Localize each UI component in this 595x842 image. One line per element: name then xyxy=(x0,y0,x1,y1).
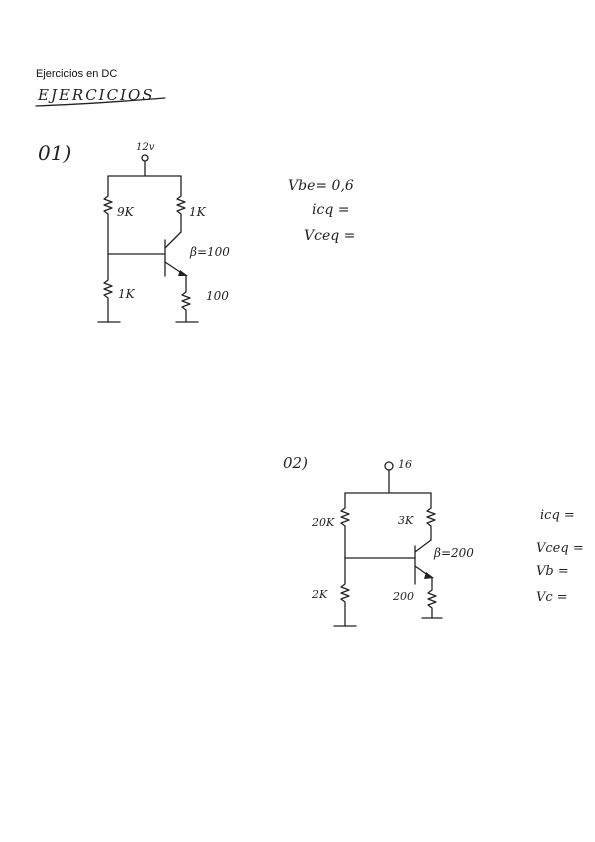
resistor-bottom-left-2-label: 2K xyxy=(311,588,328,601)
resistor-top-right-2 xyxy=(426,492,436,541)
resistor-top-left-2 xyxy=(340,492,350,559)
transistor-collector-1 xyxy=(164,231,182,249)
beta-label-2: β=200 xyxy=(433,546,474,560)
resistor-emitter-2-label: 200 xyxy=(392,590,414,603)
exercise-1-answer-vbe: Vbe= 0,6 xyxy=(288,178,354,194)
transistor-collector-2 xyxy=(414,539,432,553)
exercise-2-answer-vc: Vc = xyxy=(536,590,568,605)
resistor-bottom-left-1-label: 1K xyxy=(118,287,136,301)
emitter-arrow-2 xyxy=(424,572,434,579)
exercise-1-number: 01) xyxy=(38,141,71,165)
resistor-emitter-2 xyxy=(427,577,437,619)
resistor-bottom-left-1 xyxy=(103,253,113,323)
resistor-emitter-1-label: 100 xyxy=(206,289,229,303)
resistor-top-right-2-label: 3K xyxy=(398,514,414,527)
supply-terminal-1 xyxy=(141,154,149,162)
emitter-arrow-1 xyxy=(178,270,188,276)
resistor-emitter-1 xyxy=(181,275,191,323)
exercise-2-answer-icq: icq = xyxy=(540,508,575,523)
exercise-2-supply-label: 16 xyxy=(398,458,412,471)
exercise-2-answer-vceq: Vceq = xyxy=(536,541,584,556)
exercise-1-answer-vceq: Vceq = xyxy=(304,228,355,244)
beta-label-1: β=100 xyxy=(189,245,230,259)
exercise-2-number: 02) xyxy=(283,454,308,472)
exercise-2: 02) 16 20K 3K β=200 2K 200 icq = Vceq = … xyxy=(283,454,584,627)
exercise-2-answer-vb: Vb = xyxy=(536,564,569,579)
handwritten-heading: EJERCICIOS xyxy=(37,86,155,104)
exercise-1: 01) 12v 9K 1K β=100 1K 100 Vbe= 0,6 icq … xyxy=(38,141,355,323)
page-title: Ejercicios en DC xyxy=(36,68,118,80)
resistor-top-right-1-label: 1K xyxy=(189,205,207,219)
resistor-top-left-2-label: 20K xyxy=(311,516,335,529)
resistor-bottom-left-2 xyxy=(340,557,350,627)
resistor-top-left-1-label: 9K xyxy=(117,205,135,219)
exercise-1-answer-icq: icq = xyxy=(312,202,349,218)
resistor-top-left-1 xyxy=(103,175,113,255)
resistor-top-right-1 xyxy=(176,175,186,233)
exercise-1-supply-label: 12v xyxy=(136,142,155,153)
supply-terminal-2 xyxy=(384,461,394,471)
heading-underline xyxy=(35,97,166,107)
